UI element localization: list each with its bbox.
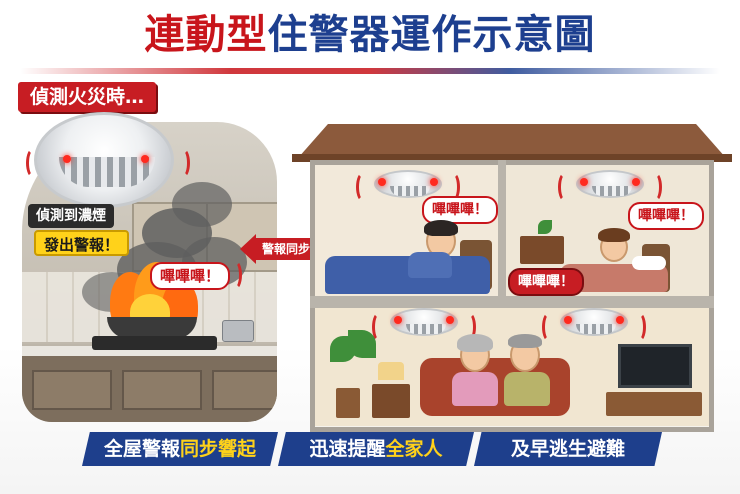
- grandpa-shirt: [504, 372, 550, 406]
- banner-text: 及早逃生避難: [510, 438, 625, 460]
- smoke-detected-tag: 偵測到濃煙: [28, 204, 114, 228]
- pot: [222, 320, 254, 342]
- drawer: [122, 370, 202, 410]
- led-icon: [632, 178, 640, 186]
- bedroom2-beep-top: 嗶嗶嗶！: [628, 202, 704, 230]
- bottom-banners: 全屋警報同步響起 迅速提醒全家人 及早逃生避難: [82, 432, 662, 466]
- sound-wave-icon: [648, 172, 662, 202]
- small-plant: [538, 220, 552, 234]
- sound-wave-icon: [228, 260, 242, 290]
- sound-wave-icon: [356, 172, 370, 202]
- tv-cabinet: [606, 392, 702, 416]
- roof: [298, 124, 726, 158]
- bedside-table: [520, 236, 564, 264]
- hair: [424, 220, 458, 236]
- alarm-tag: 發出警報！: [34, 230, 130, 256]
- bed: [325, 256, 490, 294]
- arrow-left-icon: [240, 234, 256, 264]
- smoke-cloud: [172, 182, 232, 227]
- title-part2: 住警器運作示意圖: [267, 12, 596, 58]
- floor-divider: [310, 296, 714, 308]
- lamp: [378, 362, 404, 380]
- banner-text: 迅速提醒: [309, 438, 386, 460]
- grandma-shirt: [452, 372, 498, 406]
- led-icon: [394, 316, 402, 324]
- stove: [92, 336, 217, 350]
- hair: [457, 334, 493, 352]
- banner-text: 全屋警報: [103, 438, 180, 460]
- drawer: [32, 370, 112, 410]
- banner-alert-family: 迅速提醒全家人: [278, 432, 474, 466]
- sound-wave-icon: [542, 312, 556, 342]
- led-icon: [580, 178, 588, 186]
- led-icon: [63, 155, 71, 163]
- banner-highlight: 同步響起: [180, 438, 257, 460]
- led-icon: [616, 316, 624, 324]
- sound-wave-icon: [372, 312, 386, 342]
- title-underline: [20, 68, 720, 74]
- banner-highlight: 全家人: [385, 438, 443, 460]
- pillow: [632, 256, 666, 270]
- banner-evacuate: 及早逃生避難: [474, 432, 662, 466]
- detector-vents: [59, 157, 155, 187]
- bedroom1-beep: 嗶嗶嗶！: [422, 196, 498, 224]
- roof-eave: [292, 154, 732, 162]
- smoke-detector-closeup: [34, 112, 174, 208]
- hair: [598, 228, 630, 242]
- drawer: [212, 370, 277, 410]
- sound-wave-icon: [176, 148, 190, 178]
- title-part1: 連動型: [144, 12, 268, 58]
- frying-pan: [107, 317, 197, 339]
- plant-pot: [336, 388, 360, 418]
- sound-wave-icon: [632, 312, 646, 342]
- side-table: [372, 384, 410, 418]
- led-icon: [446, 316, 454, 324]
- detect-fire-tag: 偵測火災時…: [18, 82, 157, 112]
- sound-wave-icon: [558, 172, 572, 202]
- led-icon: [564, 316, 572, 324]
- led-icon: [430, 178, 438, 186]
- sound-wave-icon: [462, 312, 476, 342]
- page-title: 連動型住警器運作示意圖: [0, 10, 740, 60]
- banner-alarm-sync: 全屋警報同步響起: [82, 432, 278, 466]
- sound-wave-icon: [26, 148, 40, 178]
- room-divider: [498, 160, 506, 300]
- bedroom2-beep-bottom: 嗶嗶嗶！: [508, 268, 584, 296]
- sound-wave-icon: [446, 172, 460, 202]
- led-icon: [141, 155, 149, 163]
- tv: [618, 344, 692, 388]
- led-icon: [378, 178, 386, 186]
- hair: [508, 334, 542, 348]
- kitchen-beep: 嗶嗶嗶！: [150, 262, 231, 290]
- plant-leaf: [348, 330, 376, 358]
- pajamas: [408, 252, 452, 278]
